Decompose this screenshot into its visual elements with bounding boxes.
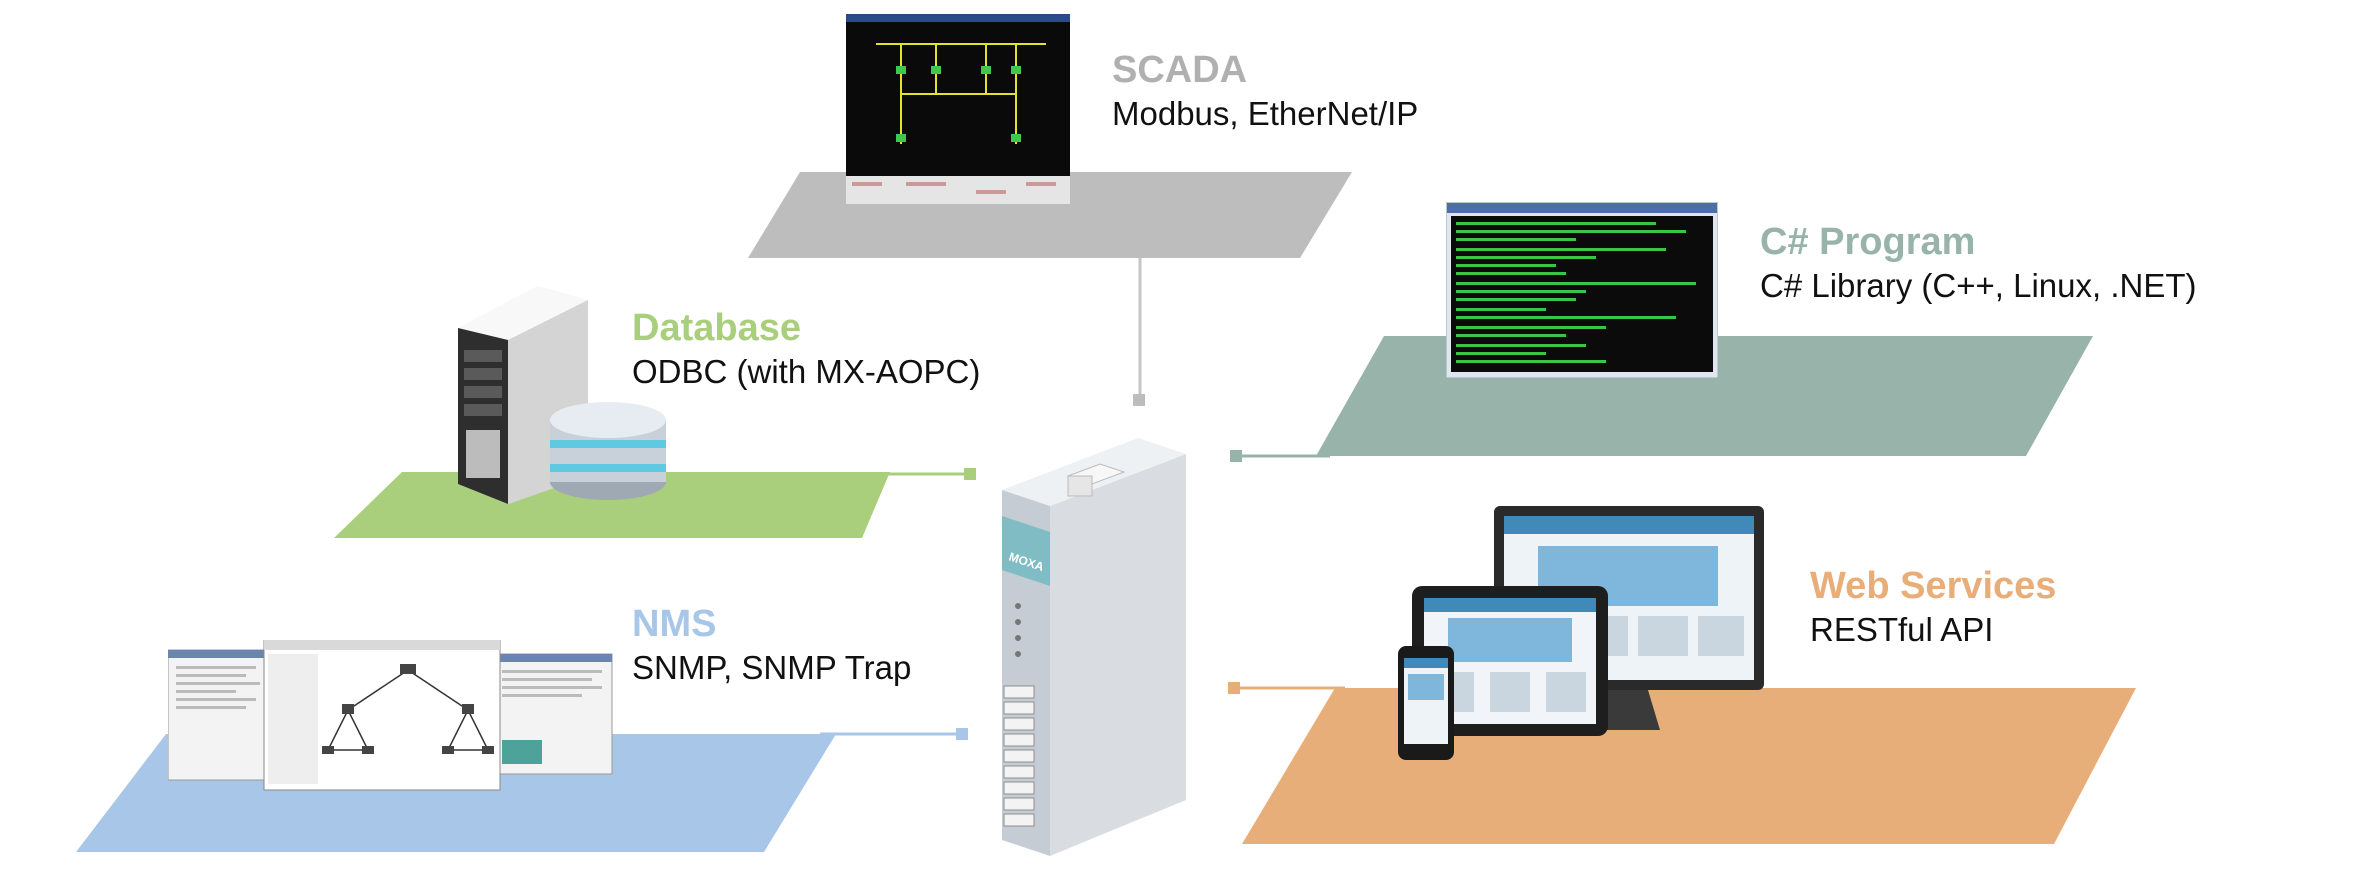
- multi-device-icon: [1398, 506, 1764, 766]
- scada-label-group: SCADA Modbus, EtherNet/IP: [1112, 48, 1418, 134]
- server-database-icon: [428, 280, 668, 516]
- database-title: Database: [632, 307, 801, 349]
- nms-label-group: NMS SNMP, SNMP Trap: [632, 602, 911, 688]
- nms-subtitle: SNMP, SNMP Trap: [632, 649, 912, 686]
- database-label-group: Database ODBC (with MX-AOPC): [632, 306, 980, 392]
- database-subtitle: ODBC (with MX-AOPC): [632, 353, 981, 390]
- csharp-title: C# Program: [1760, 221, 1976, 263]
- io-module-device-icon: MOXA: [990, 436, 1202, 866]
- scada-monitor-icon: [846, 14, 1070, 204]
- nms-title: NMS: [632, 603, 717, 645]
- web-subtitle: RESTful API: [1810, 611, 1994, 648]
- nms-software-screens-icon: [167, 639, 614, 794]
- console-window-icon: [1445, 201, 1719, 379]
- web-title: Web Services: [1810, 565, 2057, 607]
- web-label-group: Web Services RESTful API: [1810, 564, 2056, 650]
- scada-subtitle: Modbus, EtherNet/IP: [1112, 95, 1419, 132]
- csharp-subtitle: C# Library (C++, Linux, .NET): [1760, 267, 2197, 304]
- scada-title: SCADA: [1112, 49, 1248, 91]
- csharp-label-group: C# Program C# Library (C++, Linux, .NET): [1760, 220, 2196, 306]
